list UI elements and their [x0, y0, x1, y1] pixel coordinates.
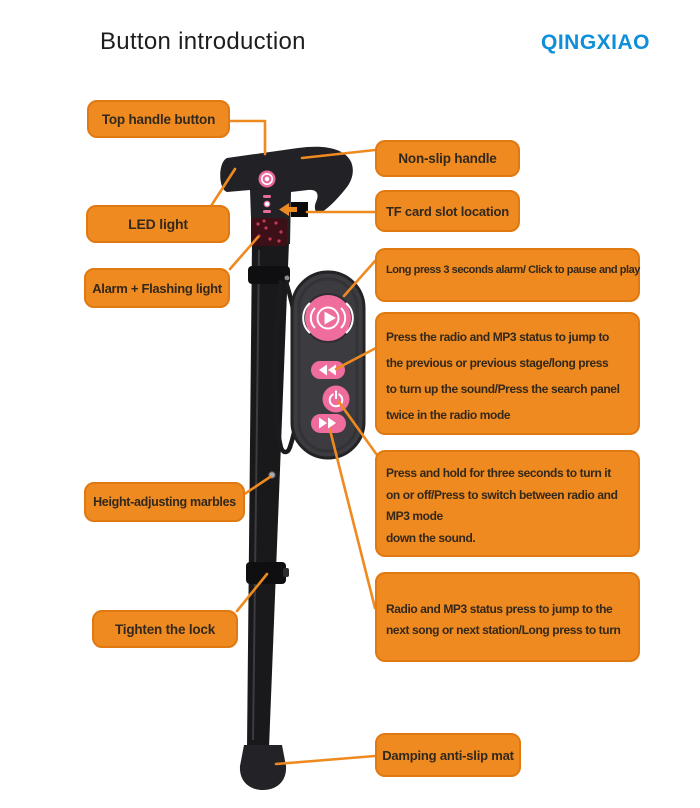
remote-body-inner-edge: [297, 277, 359, 453]
power-description-line: on or off/Press to switch between radio …: [386, 487, 618, 502]
sound-wave-icon: [302, 302, 354, 334]
rewind-button: [311, 361, 345, 379]
remote-control: [290, 270, 366, 460]
rewind-description-line: Press the radio and MP3 status to jump t…: [386, 330, 609, 344]
lock-clamp: [246, 562, 289, 584]
power-description-line: Press and hold for three seconds to turn…: [386, 466, 611, 480]
leader-height: [241, 475, 272, 497]
rewind-description-line: twice in the radio mode: [386, 408, 511, 422]
power-description-line: down the sound.: [386, 530, 476, 545]
flashing-light-section: [251, 218, 287, 246]
leader-rewind-text: [334, 346, 378, 371]
strap-clasp: [284, 275, 290, 281]
leader-nonslip: [300, 148, 377, 160]
leader-alarm: [228, 235, 260, 271]
label-tighten-the-lock: Tighten the lock: [92, 610, 238, 648]
label-power-description: Press and hold for three seconds to turn…: [375, 450, 640, 557]
label-long-press-alarm: Long press 3 seconds alarm/ Click to pau…: [375, 248, 640, 302]
label-long-press-alarm-text: Long press 3 seconds alarm/ Click to pau…: [386, 264, 640, 276]
label-alarm-flashing-light: Alarm + Flashing light: [84, 268, 230, 308]
leader-tighten: [235, 572, 269, 613]
label-non-slip-handle: Non-slip handle: [375, 140, 520, 177]
tf-card-arrow-icon: [279, 203, 297, 216]
fast-forward-icon: [319, 417, 336, 429]
brand-logo: QINGXIAO: [540, 31, 650, 54]
strap-clamp: [248, 266, 290, 284]
power-description-line: MP3 mode: [386, 509, 443, 523]
play-icon: [324, 311, 336, 325]
page-title: Button introduction: [100, 28, 306, 55]
tf-card-square: [291, 202, 308, 217]
cane-shaft-highlight: [252, 249, 260, 741]
label-forward-description: Radio and MP3 status press to jump to th…: [375, 572, 640, 662]
anti-slip-tip: [239, 745, 287, 790]
label-rewind-description: Press the radio and MP3 status to jump t…: [375, 312, 640, 435]
leader-damping: [274, 754, 377, 766]
rewind-icon: [319, 364, 336, 376]
leader-top-handle: [228, 119, 267, 156]
rewind-description-line: the previous or previous stage/long pres…: [386, 356, 609, 370]
label-damping-anti-slip-mat: Damping anti-slip mat: [375, 733, 521, 777]
power-icon: [328, 390, 344, 408]
leader-forward-text: [328, 428, 377, 610]
forward-description-line: next song or next station/Long press to …: [386, 623, 621, 637]
leader-lines: [209, 119, 379, 766]
label-height-adjusting-marbles: Height-adjusting marbles: [84, 482, 245, 522]
fast-forward-button: [311, 414, 346, 433]
rewind-description-line: to turn up the sound/Press the search pa…: [386, 382, 620, 396]
label-led-light: LED light: [86, 205, 230, 243]
power-button: [322, 385, 350, 413]
leader-led: [209, 167, 237, 208]
label-top-handle-button: Top handle button: [87, 100, 230, 138]
leader-power-text: [337, 400, 379, 457]
handle-alarm-button: [258, 170, 276, 188]
leader-longpress: [342, 259, 377, 298]
led-indicator-strip: [263, 195, 271, 213]
alarm-play-button: [302, 293, 354, 343]
forward-description-line: Radio and MP3 status press to jump to th…: [386, 602, 613, 616]
walking-cane: [220, 146, 353, 790]
label-tf-card-slot: TF card slot location: [375, 190, 520, 232]
